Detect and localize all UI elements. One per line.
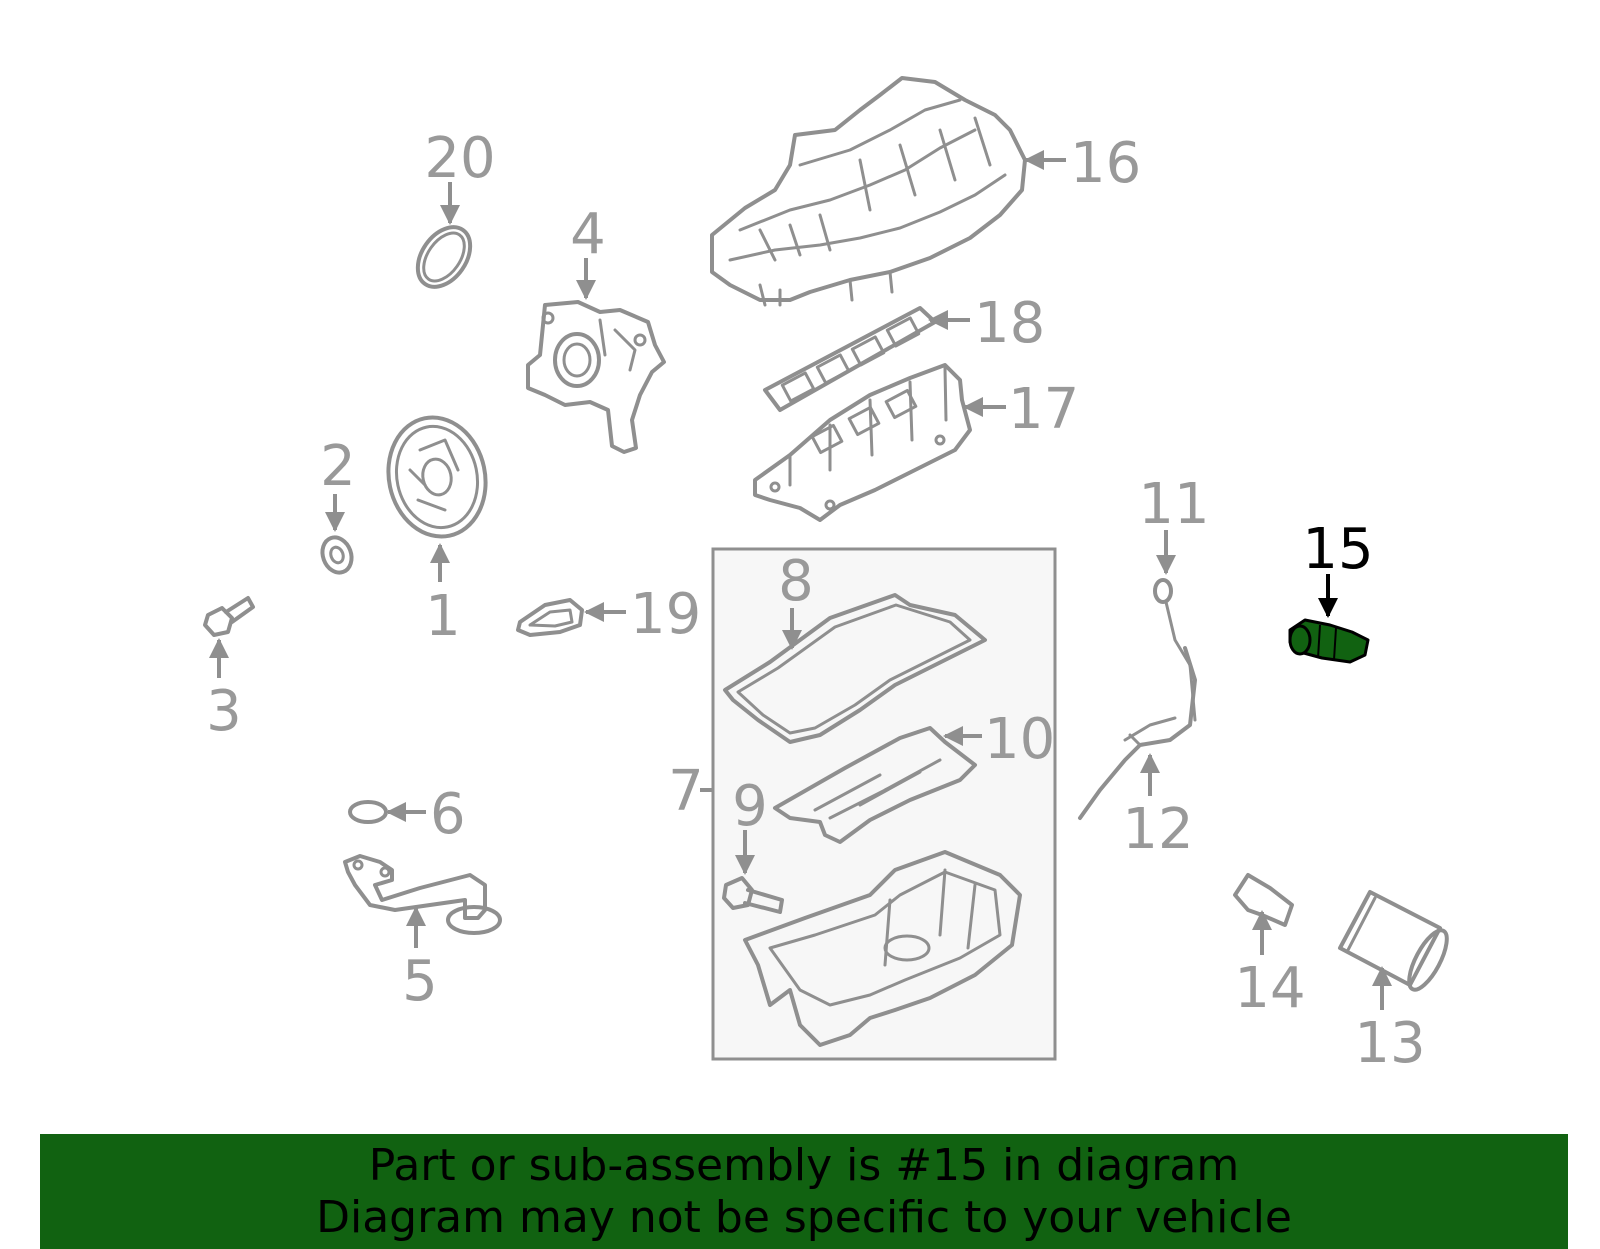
part-3-bolt xyxy=(203,596,255,637)
callout-8: 8 xyxy=(778,549,814,614)
callout-1: 1 xyxy=(425,584,461,649)
part-20-o-ring xyxy=(415,225,473,289)
callout-11: 11 xyxy=(1138,472,1209,537)
callout-2: 2 xyxy=(320,434,356,499)
callout-20: 20 xyxy=(424,126,495,191)
part-13-oil-filter xyxy=(1338,890,1449,992)
callout-14: 14 xyxy=(1234,956,1305,1021)
part-16-intake-manifold xyxy=(710,76,1027,307)
info-banner: Part or sub-assembly is #15 in diagram D… xyxy=(40,1134,1568,1249)
callout-13: 13 xyxy=(1354,1011,1425,1076)
part-11-dipstick xyxy=(1153,578,1197,722)
part-4-oil-pump xyxy=(526,300,666,454)
part-19-gasket xyxy=(516,598,584,637)
callout-12: 12 xyxy=(1122,797,1193,862)
part-14-sensor xyxy=(1233,873,1294,927)
callout-5: 5 xyxy=(402,949,438,1014)
banner-line-1: Part or sub-assembly is #15 in diagram xyxy=(368,1139,1240,1191)
part-6-o-ring xyxy=(348,800,388,824)
callout-4: 4 xyxy=(570,202,606,267)
callout-10: 10 xyxy=(984,707,1055,772)
callout-17: 17 xyxy=(1008,377,1079,442)
part-17-intake-manifold-lower xyxy=(753,363,972,522)
part-7-oil-pan xyxy=(743,850,1022,1047)
part-8-oil-pan-gasket xyxy=(723,593,987,744)
part-15-oil-pressure-sensor xyxy=(1288,618,1370,664)
part-5-oil-pickup-tube xyxy=(343,854,502,935)
callout-9: 9 xyxy=(732,774,768,839)
banner-line-2: Diagram may not be specific to your vehi… xyxy=(316,1191,1292,1243)
callout-16: 16 xyxy=(1070,131,1141,196)
part-10-oil-baffle xyxy=(773,726,977,844)
callout-19: 19 xyxy=(630,582,701,647)
part-2-washer xyxy=(320,535,354,575)
part-1-crank-pulley xyxy=(386,415,488,539)
callout-15: 15 xyxy=(1302,517,1373,582)
callout-18: 18 xyxy=(974,291,1045,356)
callout-7: 7 xyxy=(668,759,704,824)
callout-6: 6 xyxy=(430,782,466,847)
part-9-bolt xyxy=(722,876,784,914)
callout-3: 3 xyxy=(206,679,242,744)
oil-pan-kit-box xyxy=(711,547,1057,1061)
part-12-dipstick-tube xyxy=(1078,646,1197,820)
